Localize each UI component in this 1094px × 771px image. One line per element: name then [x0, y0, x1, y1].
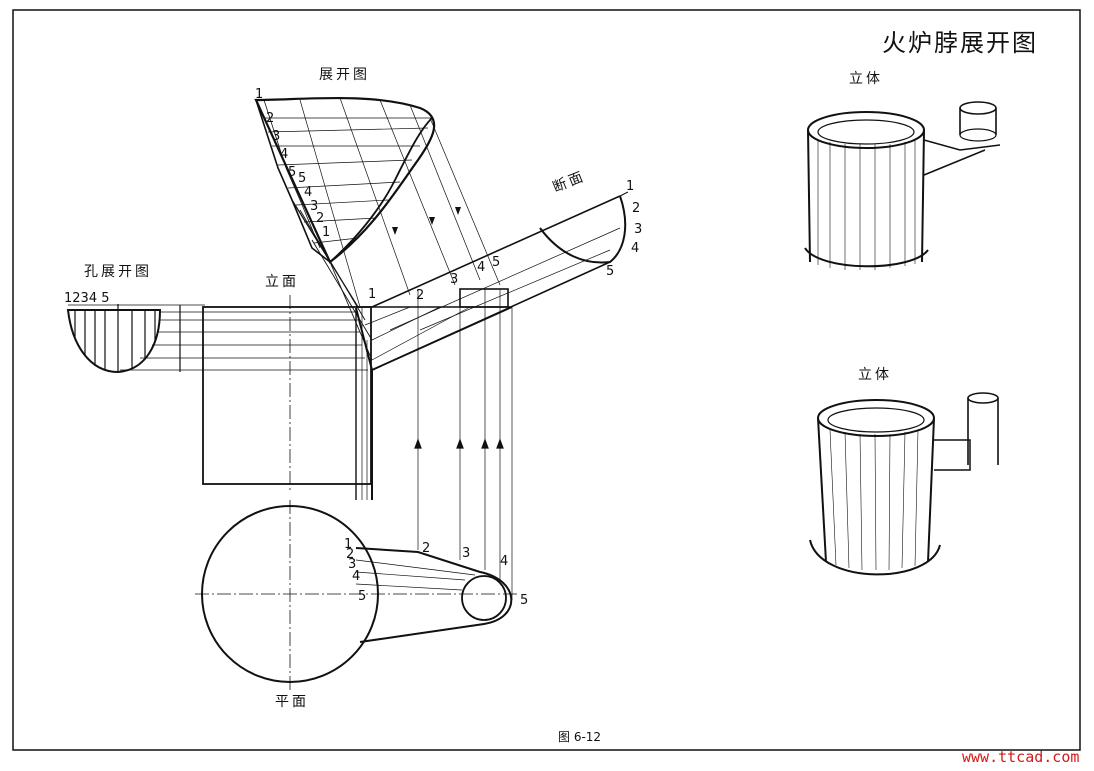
development-right-number: 1 — [255, 87, 263, 102]
development-left-number: 4 — [304, 185, 312, 200]
plan-side-number: 1 — [344, 537, 352, 552]
development-view-label: 展开图 — [319, 67, 370, 83]
hole-projection-lines — [120, 311, 368, 371]
section-number: 4 — [631, 241, 639, 256]
plan-top-number: 2 — [422, 541, 430, 556]
plan-side-number: 5 — [358, 589, 366, 604]
section-number: 3 — [634, 222, 642, 237]
hole-number-row: 1234 5 — [64, 291, 110, 306]
section-number: 5 — [606, 264, 614, 279]
elevation-number: 3 — [450, 272, 458, 287]
elevation-number: 4 — [477, 260, 485, 275]
plan-top-number: 3 — [462, 546, 470, 561]
watermark: www.ttcad.com — [962, 748, 1080, 766]
section-view — [371, 191, 629, 371]
hole-development — [66, 304, 205, 374]
drawing-frame — [12, 9, 1081, 751]
development-view — [254, 96, 501, 361]
elevation-number: 2 — [416, 288, 424, 303]
hole-development-label: 孔展开图 — [84, 264, 152, 280]
development-right-number: 2 — [266, 111, 274, 126]
plan-view-label: 平面 — [275, 694, 309, 710]
development-left-number: 1 — [322, 225, 330, 240]
section-number: 2 — [632, 201, 640, 216]
elevation-number: 5 — [492, 255, 500, 270]
number-labels: 1234 5 1 2 3 4 5 1 2 3 4 5 1 2 3 4 5 1 2… — [64, 87, 642, 608]
plan-right-number: 5 — [520, 593, 528, 608]
iso-top-label: 立体 — [849, 71, 883, 87]
elevation-view-label: 立面 — [265, 274, 299, 290]
figure-caption: 图 6-12 — [558, 730, 602, 744]
development-left-number: 2 — [316, 211, 324, 226]
elevation-number: 1 — [368, 287, 376, 302]
plan-side-number: 2 — [346, 547, 354, 562]
development-right-number: 5 — [288, 165, 296, 180]
iso-bottom-label: 立体 — [858, 367, 892, 383]
iso-view-top — [804, 101, 1001, 270]
elevation-view — [202, 288, 513, 600]
drawing-title: 火炉脖展开图 — [882, 29, 1038, 57]
development-left-number: 5 — [298, 171, 306, 186]
plan-view — [195, 500, 520, 690]
development-right-number: 4 — [280, 147, 288, 162]
section-number: 1 — [626, 179, 634, 194]
development-right-number: 3 — [272, 129, 280, 144]
plan-side-number: 3 — [348, 557, 356, 572]
plan-top-number: 4 — [500, 554, 508, 569]
iso-view-bottom — [809, 392, 999, 576]
plan-side-number: 4 — [352, 569, 360, 584]
development-left-number: 3 — [310, 199, 318, 214]
